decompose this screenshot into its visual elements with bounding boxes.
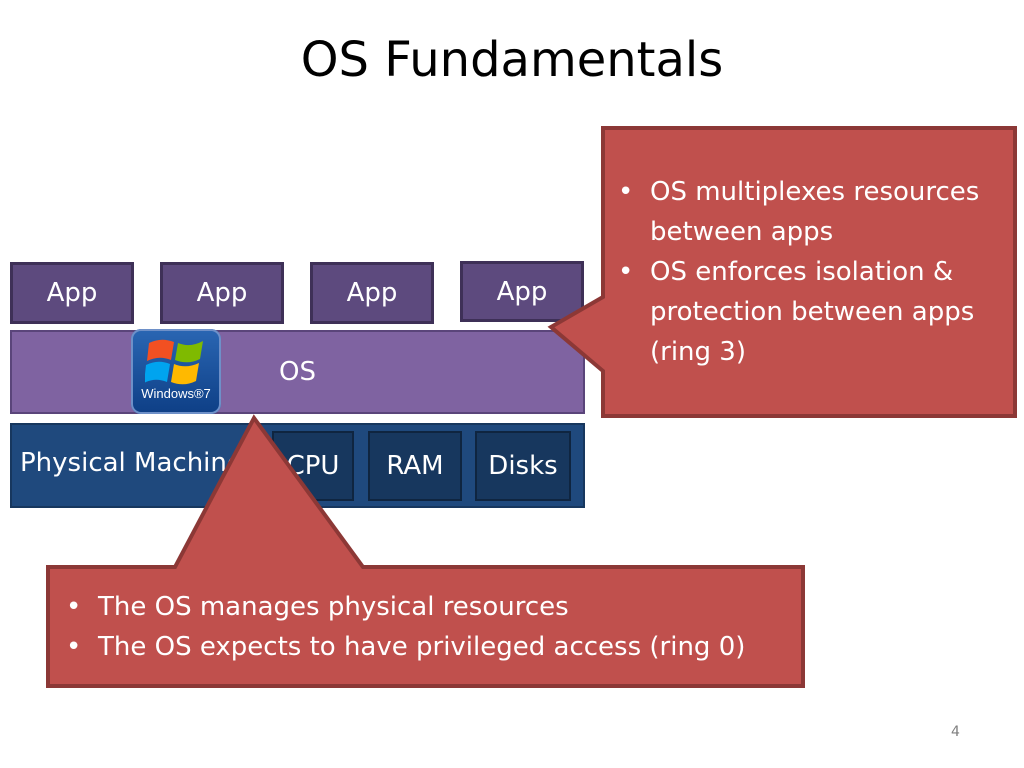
ram-box: RAM <box>368 431 462 501</box>
os-layer: OS <box>10 330 585 414</box>
app-box: App <box>10 262 134 324</box>
page-title: OS Fundamentals <box>300 32 724 88</box>
os-label: OS <box>279 357 316 387</box>
windows-flag-icon <box>145 339 203 385</box>
windows-7-logo-text: Windows®7 <box>141 386 211 401</box>
physical-machine-label: Physical Machine <box>20 448 243 478</box>
callout-right: OS multiplexes resources between apps OS… <box>606 172 1014 372</box>
app-box: App <box>310 262 434 324</box>
page-number: 4 <box>951 724 960 740</box>
callout-bottom-bullet: The OS expects to have privileged access… <box>54 627 799 667</box>
callout-bottom: The OS manages physical resources The OS… <box>54 587 799 667</box>
disks-box: Disks <box>475 431 571 501</box>
windows-7-logo: Windows®7 <box>131 329 221 414</box>
callout-right-bullet: OS multiplexes resources between apps <box>606 172 1014 252</box>
app-box: App <box>460 261 584 322</box>
app-box: App <box>160 262 284 324</box>
callout-bottom-bullet: The OS manages physical resources <box>54 587 799 627</box>
callout-right-bullet: OS enforces isolation & protection betwe… <box>606 252 1014 372</box>
